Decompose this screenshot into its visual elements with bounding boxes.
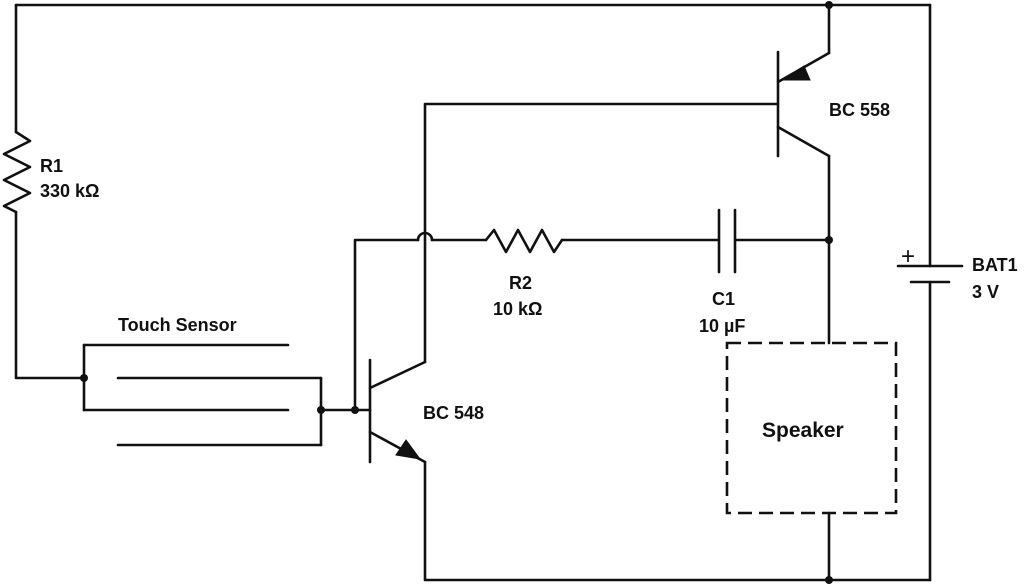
q2-collector-leg [776,125,831,158]
r2-resistor-symbol [484,228,564,254]
r2-value-label: 10 kΩ [493,299,542,319]
q2-emitter-arrow [780,65,811,81]
q2-pnp-transistor[interactable] [776,50,831,158]
wire-left-rail-lower [14,210,86,380]
junction-r1-sensor [80,374,88,382]
q1-part-label: BC 548 [423,403,484,423]
q2-part-label: BC 558 [829,100,890,120]
touch-sensor-label: Touch Sensor [118,315,237,335]
bat1-ref-label: BAT1 [972,255,1018,275]
r1-ref-label: R1 [40,156,63,176]
r2-ref-label: R2 [509,273,532,293]
q1-npn-transistor[interactable] [368,358,427,464]
wire-q1-collector-to-q2-base [423,102,780,364]
q1-collector-leg [368,360,427,390]
bat1-value-label: 3 V [972,282,999,302]
junction-top-q2-emitter [825,1,833,9]
wire-feedback-left [353,238,420,412]
speaker-label: Speaker [762,419,844,442]
wire-q1-emitter-to-ground [423,460,932,582]
bat1-plus-sign: + [901,243,915,270]
touch-sensor[interactable] [82,343,323,447]
speaker-box[interactable] [725,341,898,515]
junction-speaker-ground [825,576,833,584]
q1-emitter-arrow [395,439,422,460]
r1-value-label: 330 kΩ [40,181,99,201]
c1-value-label: 10 µF [699,316,745,336]
c1-ref-label: C1 [712,289,735,309]
r1-resistor-symbol [2,130,32,214]
